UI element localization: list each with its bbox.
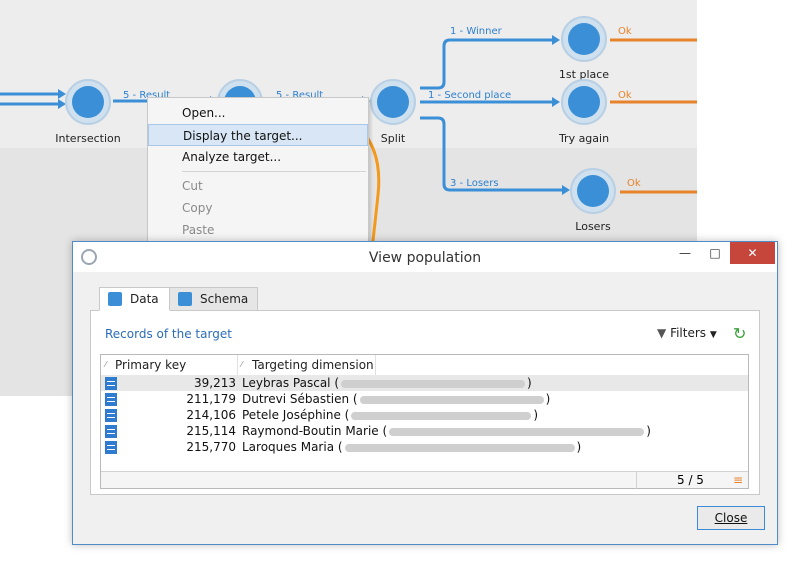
records-title: Records of the target [105,327,232,341]
split-label: Split [380,132,406,145]
cell-primary-key: 39,213 [194,376,236,390]
cell-primary-key: 215,770 [186,440,236,454]
dialog-title-bar[interactable]: View population — □ ✕ [73,242,777,272]
mail-delivery-icon [568,23,600,55]
filters-label: Filters [670,326,707,340]
record-icon [105,441,117,454]
first-place-label: 1st place [558,68,610,81]
sort-icon: ⁄ [241,360,243,369]
split-icon [377,86,409,118]
tab-data[interactable]: Data [99,287,170,311]
tab-schema[interactable]: Schema [169,287,258,311]
try-again-node[interactable] [561,79,607,125]
menu-display-target[interactable]: Display the target... [148,124,368,146]
edge-label-result-1: 5 - Result [123,90,171,101]
context-menu: Open... Display the target... Analyze ta… [147,97,369,245]
cell-primary-key: 215,114 [186,424,236,438]
cell-primary-key: 211,179 [186,392,236,406]
filters-button[interactable]: ▼ Filters ▼ [657,326,717,340]
records-grid: ⁄ Primary key ⁄ Targeting dimension 39,2… [100,354,749,489]
schema-icon [178,292,192,306]
intersection-label: Intersection [55,132,121,145]
menu-separator [182,171,366,172]
edge-label-ok-2: Ok [618,90,632,101]
edge-label-result-2: 5 - Result [276,90,324,101]
cell-primary-key: 214,106 [186,408,236,422]
record-icon [105,425,117,438]
record-icon [105,409,117,422]
menu-paste[interactable]: Paste [182,223,215,237]
maximize-button[interactable]: □ [709,246,721,260]
cell-targeting: Laroques Maria ( [242,440,343,454]
menu-copy[interactable]: Copy [182,201,213,215]
filter-icon: ▼ [657,326,667,340]
edge-winner [420,38,552,90]
sql-icon [108,292,122,306]
column-primary-key[interactable]: Primary key [115,358,187,372]
minimize-button[interactable]: — [679,246,691,260]
split-node[interactable] [370,79,416,125]
mail-delivery-icon [577,175,609,207]
edge-label-winner: 1 - Winner [450,26,502,37]
grid-header: ⁄ Primary key ⁄ Targeting dimension [101,355,748,375]
edge-label-ok-3: Ok [627,178,641,189]
table-row[interactable]: 39,213 Leybras Pascal () [101,375,748,391]
table-row[interactable]: 215,770 Laroques Maria () [101,439,748,455]
data-panel: Records of the target ▼ Filters ▼ ↻ ⁄ Pr… [90,310,760,495]
cell-targeting: Dutrevi Sébastien ( [242,392,358,406]
record-icon [105,377,117,390]
edge-label-ok-1: Ok [618,26,632,37]
window-close-button[interactable]: ✕ [730,242,775,264]
close-button[interactable]: Close [697,506,765,530]
table-row[interactable]: 215,114 Raymond-Boutin Marie () [101,423,748,439]
column-targeting-dimension[interactable]: Targeting dimension [252,358,374,372]
record-icon [105,393,117,406]
table-row[interactable]: 211,179 Dutrevi Sébastien () [101,391,748,407]
table-row[interactable]: 214,106 Petele Joséphine () [101,407,748,423]
grid-footer: 5 / 5 ≡ [101,471,748,489]
edge-label-second: 1 - Second place [428,90,512,101]
view-population-dialog: View population — □ ✕ Data Schema Record… [72,241,778,545]
refresh-icon[interactable]: ↻ [733,324,747,343]
first-place-node[interactable] [561,16,607,62]
tab-data-label: Data [130,292,159,306]
edge-label-losers: 3 - Losers [450,178,499,189]
losers-label: Losers [575,220,611,233]
mail-delivery-icon [568,86,600,118]
menu-cut[interactable]: Cut [182,179,203,193]
menu-open[interactable]: Open... [182,106,226,120]
cell-targeting: Raymond-Boutin Marie ( [242,424,388,438]
chevron-down-icon: ▼ [709,330,717,340]
menu-lines-icon[interactable]: ≡ [732,473,743,487]
cell-targeting: Petele Joséphine ( [242,408,350,422]
dialog-title: View population [368,250,482,266]
tab-schema-label: Schema [200,292,249,306]
try-again-label: Try again [558,132,610,145]
edge-losers [420,116,562,192]
record-count: 5 / 5 [636,472,746,489]
intersection-node[interactable] [65,79,111,125]
app-icon [81,249,97,265]
losers-node[interactable] [570,168,616,214]
menu-analyze-target[interactable]: Analyze target... [182,150,282,164]
cell-targeting: Leybras Pascal ( [242,376,340,390]
sort-icon: ⁄ [105,360,107,369]
intersection-icon [72,86,104,118]
